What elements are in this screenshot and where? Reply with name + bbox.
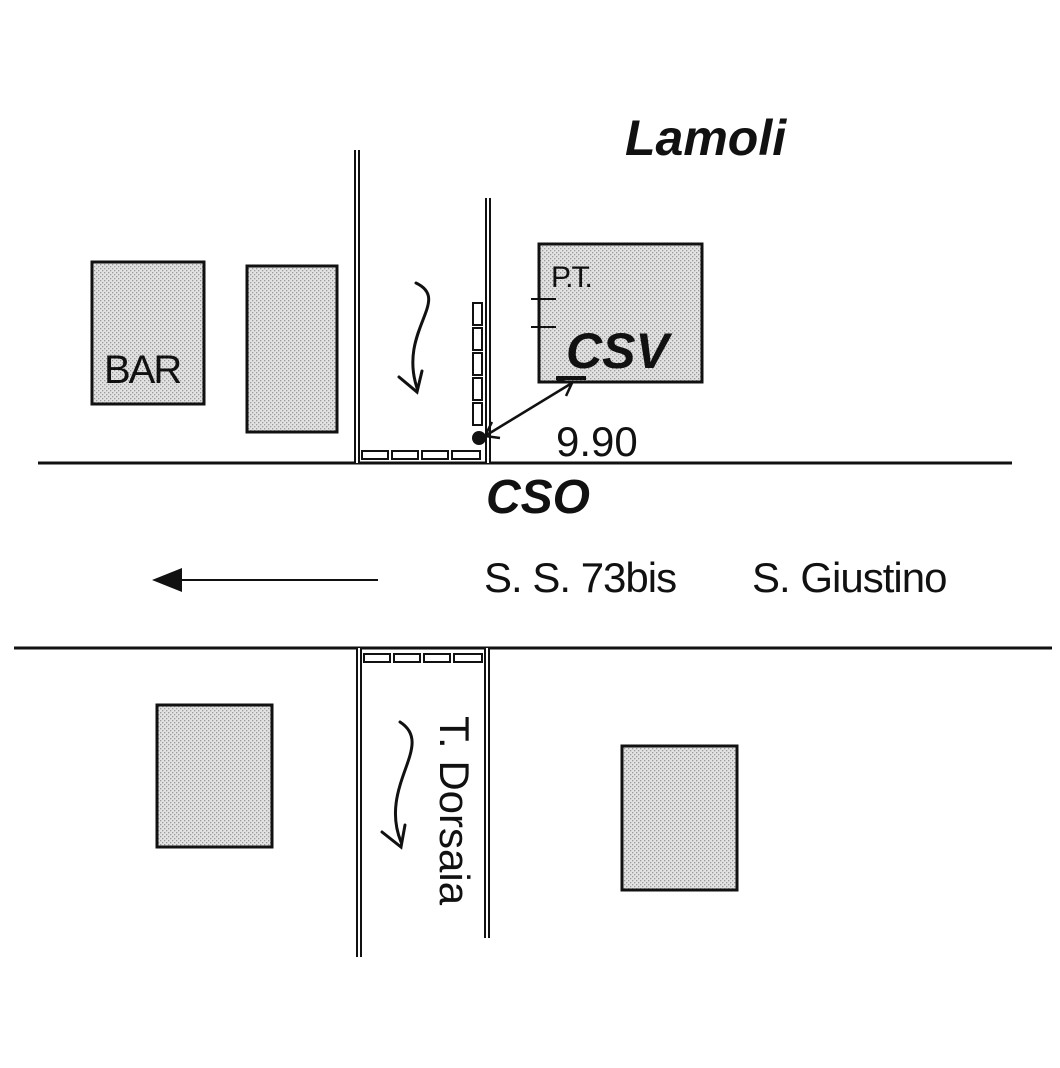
curved-arrow-down-icon (397, 281, 431, 395)
csv-label: CSV (566, 323, 672, 379)
building-bar (90, 260, 206, 406)
road-label: S. S. 73bis (484, 554, 676, 601)
filled-dot-icon (472, 431, 486, 445)
stream-label: T. Dorsaia (431, 716, 478, 906)
building-south-left (155, 703, 274, 849)
culvert-north (361, 450, 481, 460)
town-label: Lamoli (625, 110, 787, 166)
bar-label: BAR (104, 348, 181, 392)
culvert-south (363, 653, 483, 663)
curved-arrow-down-icon (380, 720, 414, 850)
distance-label: 9.90 (556, 418, 638, 465)
cso-label: CSO (486, 471, 590, 524)
distance-arrow-icon (483, 376, 586, 440)
building-north-left (245, 264, 339, 434)
building-south-right (620, 744, 739, 892)
weir-wall-east (472, 302, 483, 426)
road-destination-label: S. Giustino (752, 554, 946, 601)
arrow-left-icon (152, 568, 378, 592)
building-pt (537, 242, 704, 384)
pt-label: P.T. (551, 261, 591, 294)
